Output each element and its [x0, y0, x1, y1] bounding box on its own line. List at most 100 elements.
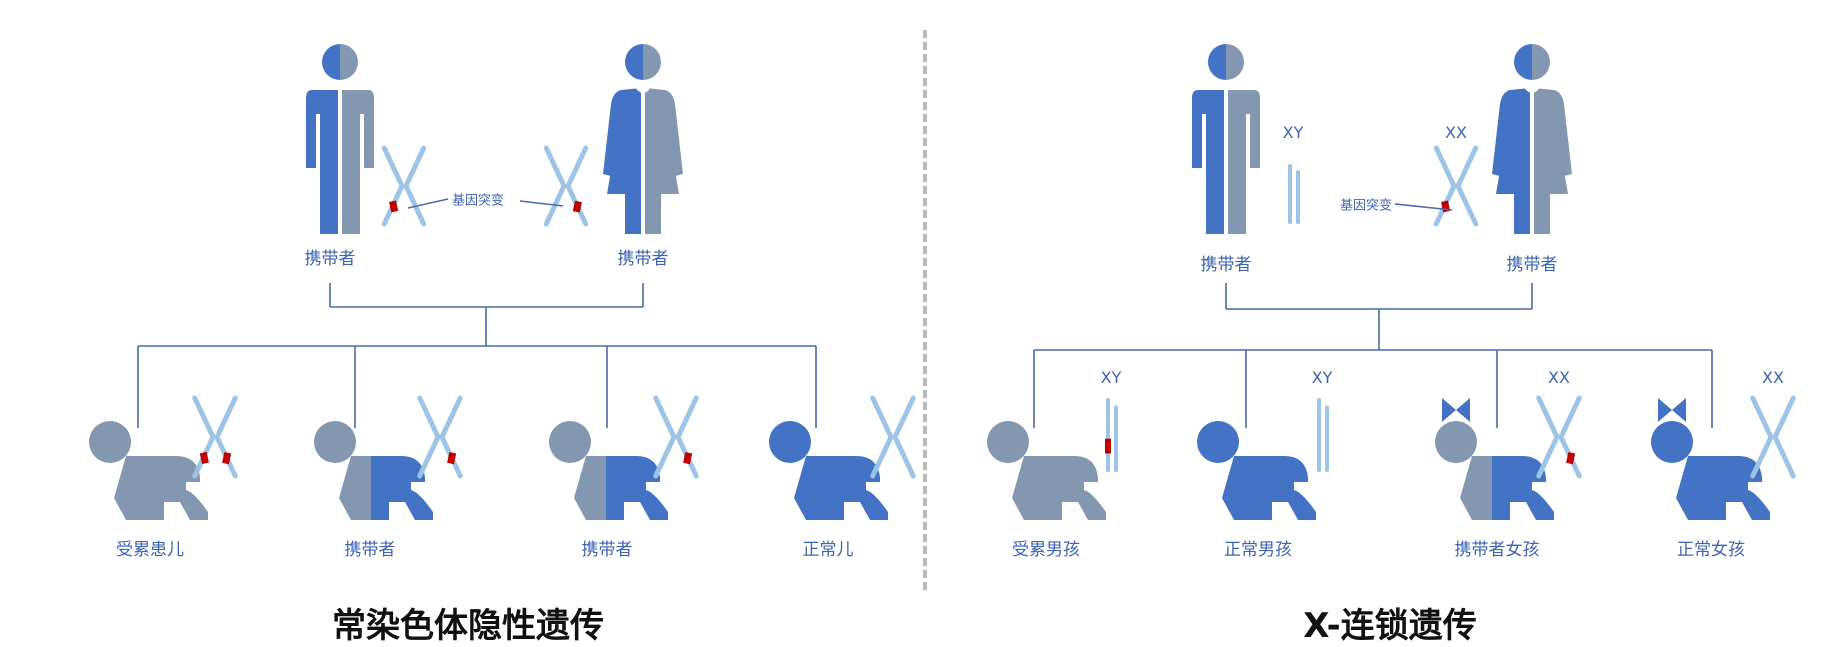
chromatid-left: [1433, 145, 1457, 227]
right-child-1-chromosome: [1105, 398, 1118, 472]
right-mutation-label: 基因突变: [1340, 198, 1393, 214]
left-child-4-figure: [769, 421, 888, 520]
right-child-4-chromosome: [1750, 395, 1796, 479]
right-mother-chrom-label: XX: [1445, 123, 1467, 142]
baby-body-right: [1254, 456, 1316, 520]
bow-left: [1442, 398, 1456, 422]
right-mother-chromosome: [1433, 145, 1479, 227]
right-child-2-figure: [1197, 421, 1316, 520]
chromatid-right: [1325, 405, 1329, 472]
baby-body-left: [114, 456, 146, 520]
baby-head: [89, 421, 131, 463]
baby-head: [769, 421, 811, 463]
mutation-pointer-right: [519, 200, 564, 207]
baby-head: [1435, 421, 1477, 463]
left-child-3-figure: [549, 421, 668, 520]
right-father-chrom-label: XY: [1282, 123, 1304, 142]
head-left: [1208, 44, 1226, 80]
chromatid-right: [214, 395, 238, 479]
body-left: [1192, 90, 1224, 234]
chromatid-left: [543, 145, 567, 227]
left-mother-label: 携带者: [617, 249, 669, 269]
chromatid-right: [1558, 395, 1582, 479]
mutation-mark: [222, 452, 232, 465]
chromatid-right: [1296, 170, 1300, 224]
mutation-mark: [389, 200, 399, 213]
right-child-1-chrom-label: XY: [1100, 368, 1122, 387]
right-child-2-chromosome: [1317, 398, 1329, 472]
baby-body-left: [1676, 456, 1708, 520]
left-child-3-label: 携带者: [581, 540, 633, 560]
right-mother-label: 携带者: [1506, 255, 1558, 275]
right-child-4-figure: [1651, 398, 1770, 520]
left-child-1-chromosome: [192, 395, 238, 479]
baby-head: [1651, 421, 1693, 463]
baby-head: [987, 421, 1029, 463]
right-child-2-chrom-label: XY: [1311, 368, 1333, 387]
left-child-4-label: 正常儿: [802, 540, 854, 560]
chromatid-left: [870, 395, 894, 479]
baby-head: [1197, 421, 1239, 463]
mutation-mark: [447, 452, 457, 465]
mutation-mark: [1105, 438, 1111, 454]
head-right: [340, 44, 358, 80]
bow-left: [1658, 398, 1672, 422]
right-panel-title: X-连锁遗传: [1303, 606, 1477, 646]
left-child-4-chromosome: [870, 395, 916, 479]
head-right: [1226, 44, 1244, 80]
mutation-pointer-left: [407, 198, 449, 209]
left-child-2-chromosome: [417, 395, 463, 479]
chromatid-left: [1106, 398, 1110, 472]
mutation-mark: [199, 451, 209, 465]
mutation-mark: [683, 452, 693, 465]
chromatid-right: [675, 395, 699, 479]
collar: [633, 84, 653, 93]
mutation-mark: [1566, 452, 1576, 465]
baby-body-left: [574, 456, 606, 520]
baby-head: [314, 421, 356, 463]
dress-left: [1492, 88, 1530, 234]
right-child-3-label: 携带者女孩: [1454, 540, 1540, 560]
left-father-chromosome: [381, 145, 427, 227]
left-child-1-figure: [89, 421, 208, 520]
baby-body-left: [1222, 456, 1254, 520]
chromatid-right: [439, 395, 463, 479]
dress-left: [603, 88, 641, 234]
panel-divider: [923, 30, 927, 590]
left-child-1-label: 受累患儿: [116, 540, 184, 560]
baby-body-right: [371, 456, 433, 520]
mutation-pointer: [1394, 203, 1453, 211]
chromatid-left: [1317, 398, 1321, 472]
chromatid-left: [653, 395, 677, 479]
chromatid-left: [1288, 164, 1292, 224]
mutation-mark: [572, 200, 582, 213]
dress-right: [1534, 88, 1572, 234]
right-child-1-figure: [987, 421, 1106, 520]
right-father-chromosome: [1288, 164, 1300, 224]
bow-right: [1456, 398, 1470, 422]
right-child-1-label: 受累男孩: [1012, 540, 1080, 560]
body-left: [306, 90, 338, 234]
body-right: [342, 90, 374, 234]
baby-body-left: [794, 456, 826, 520]
right-child-2-label: 正常男孩: [1224, 540, 1292, 560]
chromatid-left: [417, 395, 441, 479]
left-mother-figure: [603, 44, 683, 234]
chromatid-left: [1750, 395, 1774, 479]
baby-body-right: [1044, 456, 1106, 520]
left-panel-title: 常染色体隐性遗传: [332, 606, 604, 646]
head-left: [322, 44, 340, 80]
baby-body-right: [606, 456, 668, 520]
left-child-2-label: 携带者: [344, 540, 396, 560]
left-mother-chromosome: [543, 145, 589, 227]
chromatid-left: [381, 145, 405, 227]
baby-body-right: [146, 456, 208, 520]
baby-body-left: [1012, 456, 1044, 520]
right-child-3-chromosome: [1536, 395, 1582, 479]
baby-body-left: [1460, 456, 1492, 520]
head-left: [625, 44, 643, 80]
right-child-4-chrom-label: XX: [1762, 368, 1784, 387]
baby-body-left: [339, 456, 371, 520]
